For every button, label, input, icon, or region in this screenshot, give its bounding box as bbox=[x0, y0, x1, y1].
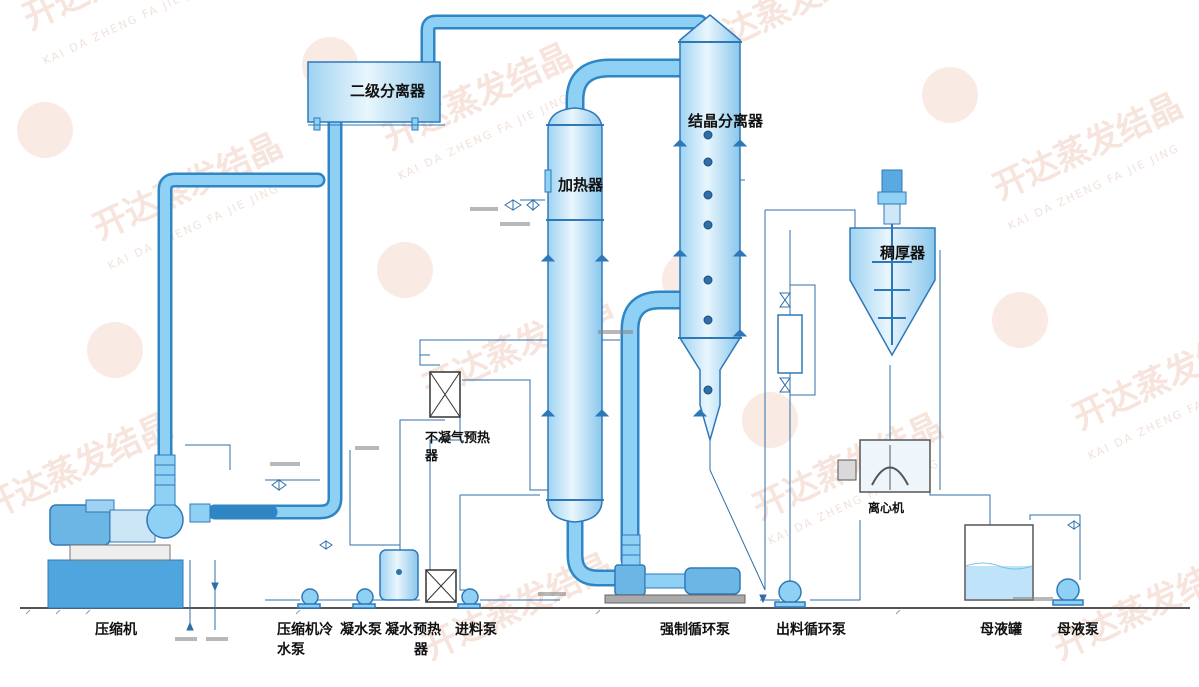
flow-arrows bbox=[186, 582, 767, 631]
heater-label: 加热器 bbox=[557, 176, 604, 194]
noncondensable-preheater-label-2: 器 bbox=[424, 449, 439, 464]
forced-circulation-pump bbox=[604, 534, 746, 604]
condensate-preheater-label-2: 器 bbox=[413, 642, 429, 658]
mother-liquor-pump-label: 母液泵 bbox=[1057, 621, 1099, 638]
centrifuge: 离心机 bbox=[837, 439, 931, 515]
compressor-label: 压缩机 bbox=[95, 621, 137, 638]
noncondensable-preheater: 不凝气预热 器 bbox=[424, 371, 490, 464]
compressor bbox=[47, 454, 211, 609]
ground-hatch bbox=[25, 609, 901, 615]
mother-liquor-tank bbox=[964, 524, 1034, 601]
watermark-text: 开达蒸发结晶 bbox=[417, 546, 619, 668]
feed-pump bbox=[457, 588, 481, 609]
condensate-pump bbox=[352, 588, 376, 609]
condensate-pump-label: 凝水泵 bbox=[340, 621, 382, 638]
crystal-separator: 结晶分离器 bbox=[672, 14, 764, 443]
discharge-circulation-pump bbox=[774, 580, 806, 608]
pump-group bbox=[297, 578, 1084, 609]
condensate-preheater-label: 凝水预热 bbox=[385, 621, 441, 638]
secondary-separator-label: 二级分离器 bbox=[350, 82, 426, 100]
condensate-tank bbox=[379, 549, 419, 601]
feed-pump-label: 进料泵 bbox=[455, 621, 497, 638]
bottom-labels: 压缩机 压缩机冷 水泵 凝水泵 凝水预热 器 进料泵 强制循环泵 出料循环泵 母… bbox=[95, 621, 1099, 658]
sight-glasses bbox=[703, 130, 713, 395]
compressor-cooling-pump bbox=[297, 588, 321, 609]
secondary-separator: 二级分离器 bbox=[307, 61, 445, 131]
discharge-circulation-pump-label: 出料循环泵 bbox=[776, 621, 846, 638]
vapor-pipes bbox=[157, 14, 708, 587]
noncondensable-preheater-label: 不凝气预热 bbox=[425, 430, 490, 446]
tiny-annotations bbox=[175, 207, 1053, 641]
condensate-preheater bbox=[425, 569, 457, 603]
mother-liquor-pump bbox=[1052, 578, 1084, 606]
compressor-cooling-pump-label-2: 水泵 bbox=[277, 641, 305, 658]
mother-liquor-tank-label: 母液罐 bbox=[980, 621, 1022, 638]
forced-circulation-pump-label: 强制循环泵 bbox=[660, 621, 730, 638]
thickener-label: 稠厚器 bbox=[879, 244, 926, 262]
discharge-flowmeter bbox=[777, 314, 803, 374]
compressor-cooling-pump-label: 压缩机冷 bbox=[277, 621, 333, 638]
valves bbox=[271, 198, 1081, 550]
heater: 加热器 bbox=[540, 107, 610, 523]
thickener: 稠厚器 bbox=[849, 169, 936, 357]
watermark-text: 开达蒸发结晶 bbox=[1047, 546, 1199, 668]
crystal-separator-label: 结晶分离器 bbox=[688, 112, 764, 130]
centrifuge-label: 离心机 bbox=[868, 500, 904, 515]
